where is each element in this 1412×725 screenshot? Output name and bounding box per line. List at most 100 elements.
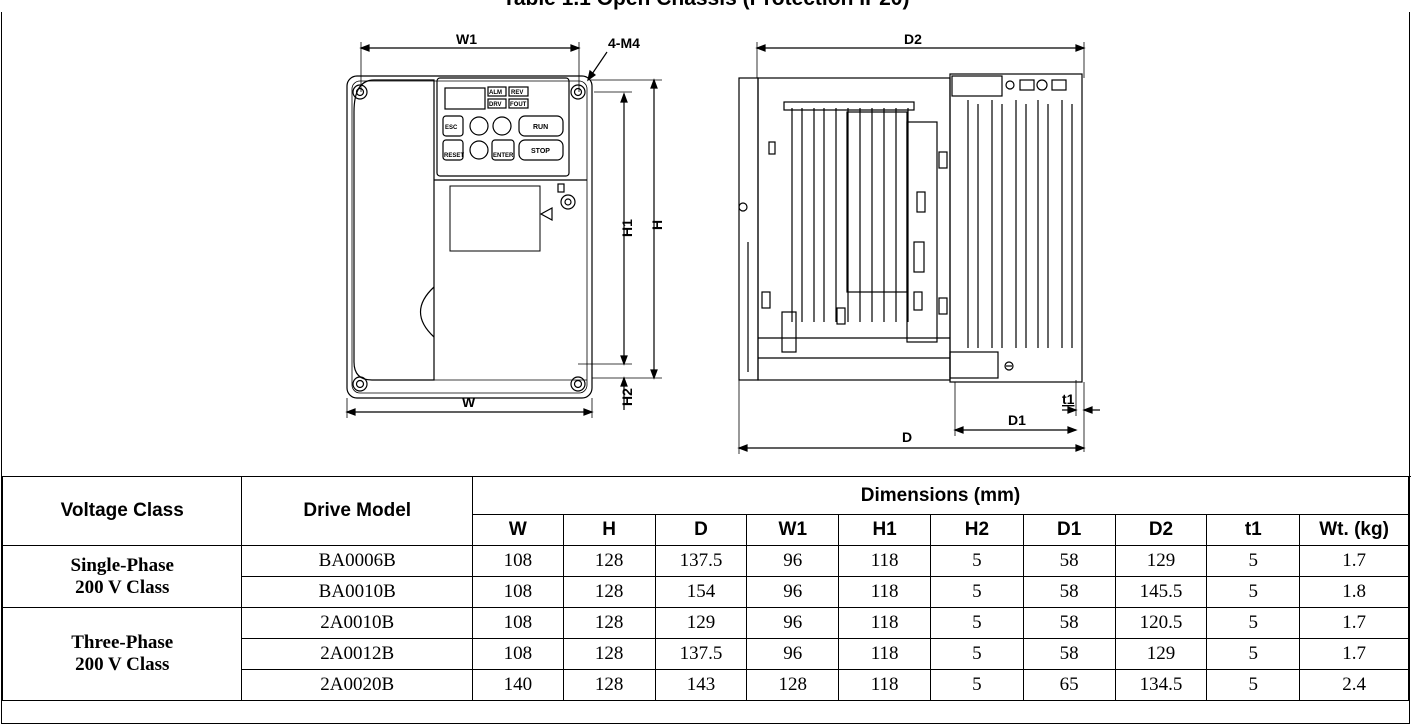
dimension-cell: 58	[1022, 576, 1116, 608]
dimension-cell: 128	[562, 576, 656, 608]
dimension-cell: 118	[838, 669, 931, 701]
dimension-drawing: W1 4-M4 H1 H H2 W ALM REV DRV FOUT ESC R…	[2, 12, 1411, 477]
dimension-cell: 5	[930, 576, 1024, 608]
svg-text:ESC: ESC	[445, 125, 458, 131]
header-drive-model: Drive Model	[241, 476, 473, 546]
dimension-cell: 96	[746, 576, 840, 608]
side-view	[737, 42, 1100, 454]
dimension-cell: 118	[838, 576, 931, 608]
dimension-cell: 5	[1206, 545, 1301, 577]
dimension-cell: 108	[471, 638, 564, 670]
drive-model-cell: 2A0012B	[241, 638, 473, 670]
front-view-labels: W1 4-M4 H1 H H2 W	[456, 31, 665, 410]
svg-text:REV: REV	[511, 90, 523, 96]
svg-text:RUN: RUN	[533, 124, 548, 131]
dimension-cell: 154	[654, 576, 748, 608]
dimension-cell: 96	[746, 638, 840, 670]
dimension-table-frame: W1 4-M4 H1 H H2 W ALM REV DRV FOUT ESC R…	[1, 12, 1411, 724]
svg-text:DRV: DRV	[489, 102, 502, 108]
dimension-cell: 140	[471, 669, 564, 701]
dimensions-table: Voltage Class Drive Model Dimensions (mm…	[1, 476, 1410, 701]
dimension-cell: 1.7	[1299, 638, 1409, 670]
dimension-cell: 96	[746, 607, 840, 639]
label-t1: t1	[1062, 391, 1075, 407]
header-col-3: W1	[746, 514, 840, 546]
dimension-cell: 128	[562, 545, 656, 577]
label-d2: D2	[904, 31, 922, 47]
svg-text:ALM: ALM	[489, 90, 502, 96]
dimension-cell: 5	[1206, 607, 1301, 639]
dimension-cell: 118	[838, 607, 931, 639]
table-caption: Table 1.1 Open Chassis (Protection IP20)	[0, 0, 1412, 12]
dimension-cell: 1.8	[1299, 576, 1409, 608]
dimension-cell: 137.5	[654, 638, 748, 670]
dimension-cell: 1.7	[1299, 607, 1409, 639]
dimension-cell: 58	[1022, 638, 1116, 670]
drive-dimension-diagram: W1 4-M4 H1 H H2 W ALM REV DRV FOUT ESC R…	[345, 31, 1100, 454]
header-col-1: H	[562, 514, 656, 546]
header-dimensions: Dimensions (mm)	[471, 476, 1410, 515]
dimension-cell: 128	[562, 607, 656, 639]
dimension-cell: 120.5	[1114, 607, 1208, 639]
dimension-cell: 5	[930, 607, 1024, 639]
header-col-0: W	[471, 514, 564, 546]
dimension-cell: 143	[654, 669, 748, 701]
dimension-cell: 5	[1206, 638, 1301, 670]
header-col-6: D1	[1022, 514, 1116, 546]
svg-text:STOP: STOP	[531, 148, 550, 155]
header-col-9: Wt. (kg)	[1299, 514, 1409, 546]
dimension-cell: 129	[654, 607, 748, 639]
label-d: D	[902, 429, 912, 445]
dimension-cell: 5	[930, 638, 1024, 670]
dimension-cell: 58	[1022, 545, 1116, 577]
dimension-cell: 108	[471, 607, 564, 639]
keypad-labels: ALM REV DRV FOUT ESC RUN RESET ENTER STO…	[444, 90, 550, 159]
svg-text:ENTER: ENTER	[493, 153, 514, 159]
label-w: W	[462, 394, 476, 410]
dimension-cell: 118	[838, 638, 931, 670]
label-h1: H1	[619, 219, 635, 237]
label-d1: D1	[1008, 412, 1026, 428]
dimension-cell: 118	[838, 545, 931, 577]
label-4-m4: 4-M4	[608, 35, 640, 51]
front-view	[345, 42, 662, 418]
dimension-cell: 2.4	[1299, 669, 1409, 701]
dimension-cell: 137.5	[654, 545, 748, 577]
dimension-cell: 129	[1114, 545, 1208, 577]
drive-model-cell: BA0010B	[241, 576, 473, 608]
dimension-cell: 58	[1022, 607, 1116, 639]
drive-model-cell: 2A0020B	[241, 669, 473, 701]
svg-text:FOUT: FOUT	[510, 102, 527, 108]
drive-model-cell: 2A0010B	[241, 607, 473, 639]
header-col-4: H1	[838, 514, 931, 546]
header-col-5: H2	[930, 514, 1024, 546]
dimension-cell: 129	[1114, 638, 1208, 670]
dimension-cell: 108	[471, 576, 564, 608]
dimension-cell: 5	[1206, 576, 1301, 608]
svg-text:RESET: RESET	[444, 153, 464, 159]
dimension-cell: 145.5	[1114, 576, 1208, 608]
dimension-cell: 96	[746, 545, 840, 577]
dimension-cell: 128	[562, 638, 656, 670]
dimension-cell: 128	[562, 669, 656, 701]
dimension-cell: 134.5	[1114, 669, 1208, 701]
label-w1: W1	[456, 31, 477, 47]
label-h: H	[649, 220, 665, 230]
header-col-8: t1	[1206, 514, 1301, 546]
dimension-cell: 108	[471, 545, 564, 577]
header-col-7: D2	[1114, 514, 1208, 546]
label-h2: H2	[619, 388, 635, 406]
dimension-cell: 128	[746, 669, 840, 701]
dimension-cell: 5	[1206, 669, 1301, 701]
header-col-2: D	[654, 514, 748, 546]
dimension-cell: 5	[930, 669, 1024, 701]
side-view-labels: D2 t1 D1 D	[902, 31, 1075, 445]
drive-model-cell: BA0006B	[241, 545, 473, 577]
